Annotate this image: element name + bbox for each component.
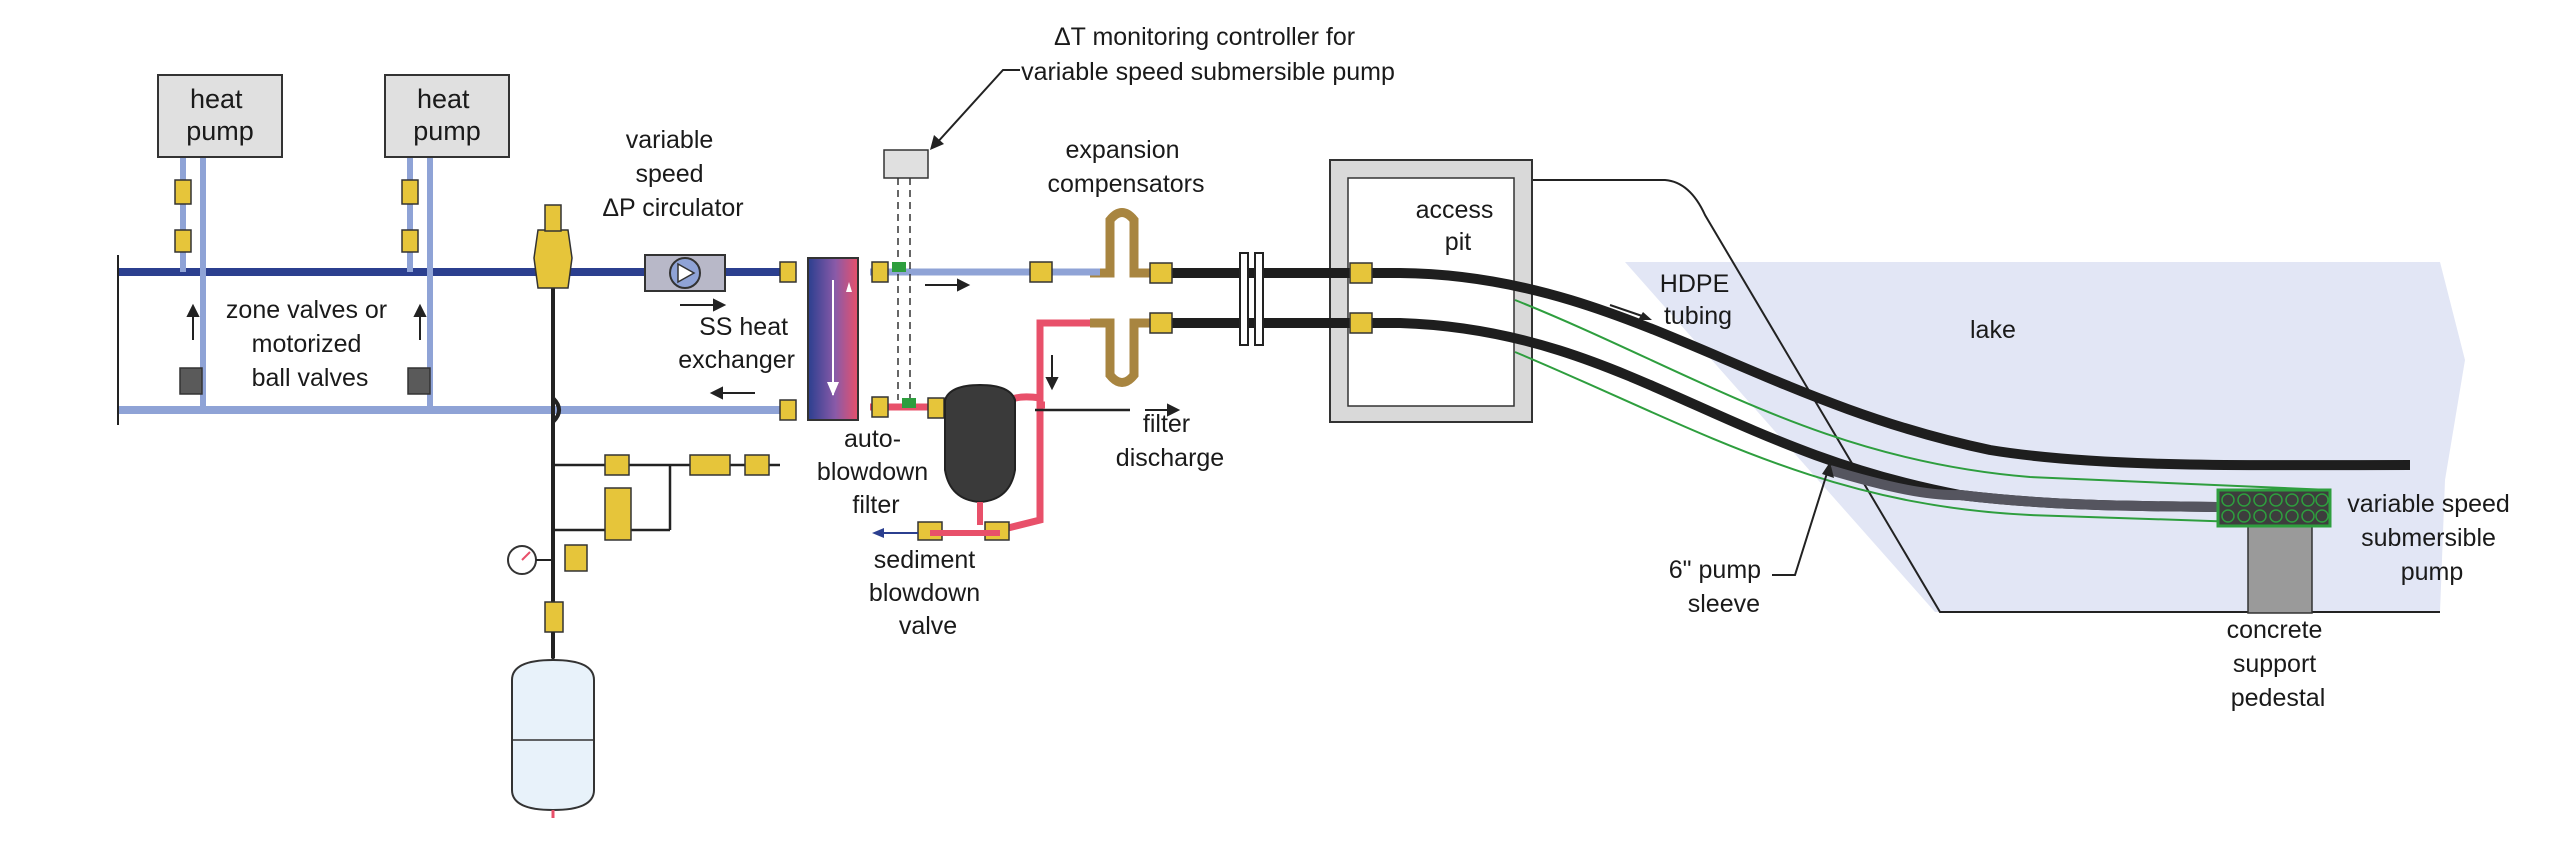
sediment-valve-label: sediment blowdown valve — [869, 546, 987, 640]
sediment-discharge-arrow — [872, 528, 918, 538]
auto-blowdown-filter: auto- blowdown filter filter discharge s… — [817, 383, 1224, 640]
expansion-compensator-lower — [1090, 318, 1160, 387]
red-return-loop — [999, 319, 1090, 534]
ss-heat-exchanger: SS heat exchanger — [678, 257, 859, 421]
air-vent — [544, 204, 562, 232]
expansion-compensators-label: expansion compensators — [1047, 136, 1204, 198]
filter-label: auto- blowdown filter — [817, 425, 935, 519]
submersible-pump-label: variable speed submersible pump — [2347, 490, 2517, 586]
hdpe-tubing-label: HDPE tubing — [1660, 270, 1736, 330]
heat-pump-1: heat pump — [157, 74, 283, 158]
circulator-pump: variable speed ΔP circulator — [602, 126, 744, 292]
hdpe-tubing: HDPE tubing — [1170, 252, 2411, 512]
shoreline — [1532, 179, 2440, 613]
pump-sleeve-leader: 6" pump sleeve — [1669, 462, 1834, 618]
temp-sensor-supply — [892, 262, 906, 272]
concrete-support-pedestal — [2247, 524, 2313, 614]
tank-isolation-valve — [544, 601, 564, 633]
hp2-isolation-valve — [401, 229, 419, 253]
hx-supply-union-out — [871, 261, 889, 283]
filter-discharge-label: filter discharge — [1116, 410, 1224, 472]
filter-body — [944, 383, 1016, 504]
hx-return-union-out — [871, 396, 889, 418]
heat-pump-2: heat pump — [384, 74, 510, 158]
relief-valve — [564, 544, 588, 572]
pump-sleeve-top-edge — [1514, 299, 2331, 491]
hx-return-union-in — [779, 399, 797, 421]
riser-hop-over — [551, 396, 561, 424]
hdpe-supply-tube — [1170, 268, 2411, 471]
heat-pump-1-label: heat pump — [186, 84, 254, 146]
pressure-gauge-icon — [507, 545, 553, 575]
pressure-reducing-valve — [604, 487, 632, 541]
makeup-valve-2 — [689, 454, 731, 476]
lake-label: lake — [1970, 316, 2016, 344]
circulator-label: variable speed ΔP circulator — [602, 126, 743, 222]
controller-label: ΔT monitoring controller for variable sp… — [1021, 23, 1395, 86]
access-pit: access pit — [1329, 159, 1533, 423]
pump-sleeve-bottom-edge — [1514, 351, 2331, 526]
hx-supply-union-in — [779, 261, 797, 283]
wall-sleeve-coupling — [1239, 252, 1264, 346]
lake-return-flange-1 — [1149, 312, 1173, 334]
delta-t-controller: ΔT monitoring controller for variable sp… — [883, 23, 1395, 408]
pedestal-label: concrete support pedestal — [2227, 616, 2330, 712]
access-pit-label: access pit — [1416, 196, 1501, 256]
valves — [174, 179, 1373, 633]
air-separator — [533, 229, 573, 289]
lake-return-flange-2 — [1349, 312, 1373, 334]
expansion-compensator-upper — [1090, 208, 1160, 278]
supply-ball-valve — [1029, 261, 1053, 283]
submersible-pump-assembly: variable speed submersible pump concrete… — [2216, 488, 2517, 712]
expansion-tank — [511, 632, 595, 818]
zone-valves-label: zone valves or motorized ball valves — [226, 296, 394, 392]
makeup-valve-3 — [744, 454, 770, 476]
hp1-isolation-valve — [174, 229, 192, 253]
access-pit-interior — [1347, 177, 1515, 407]
hdpe-return-tube-underwater — [1828, 465, 2221, 512]
zone-valve-actuator-2 — [407, 367, 431, 395]
hp2-supply-valve — [401, 179, 419, 205]
expansion-compensators: expansion compensators — [1047, 136, 1205, 387]
lake-supply-flange-2 — [1349, 262, 1373, 284]
lake-supply-flange-1 — [1149, 262, 1173, 284]
hp1-supply-valve — [174, 179, 192, 205]
makeup-valve-1 — [604, 454, 630, 476]
submersible-pump — [2216, 488, 2332, 528]
pump-intake-screen — [2221, 493, 2329, 523]
flow-arrows — [186, 278, 1181, 417]
heat-pump-2-label: heat pump — [413, 84, 481, 146]
pump-sleeve-label: 6" pump sleeve — [1669, 556, 1768, 618]
temp-sensor-return — [902, 398, 916, 408]
pump-sleeve — [1514, 299, 2331, 526]
hdpe-flow-arrow — [1609, 304, 1652, 320]
heat-exchanger-label: SS heat exchanger — [678, 313, 795, 374]
zone-valve-actuator-1 — [179, 367, 203, 395]
filter-inlet-flange — [927, 397, 945, 419]
